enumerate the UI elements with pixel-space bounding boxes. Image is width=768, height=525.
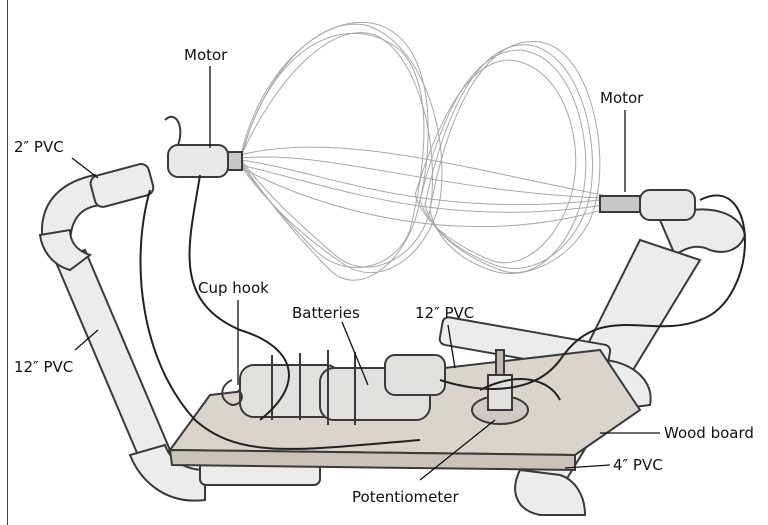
battery bbox=[385, 355, 445, 395]
pvc-2in-label: 2″ PVC bbox=[14, 140, 64, 155]
wood-board-label: Wood board bbox=[664, 426, 754, 441]
string-loop bbox=[430, 41, 600, 273]
string-line bbox=[242, 168, 602, 227]
battery-pack bbox=[240, 350, 445, 425]
batteries-label: Batteries bbox=[292, 306, 360, 321]
string-loop bbox=[420, 50, 586, 273]
motor-right-label: Motor bbox=[600, 91, 643, 106]
motor-left-label: Motor bbox=[184, 48, 227, 63]
leader-pvc-2in bbox=[72, 158, 98, 178]
string-loop bbox=[240, 33, 424, 267]
potentiometer-label: Potentiometer bbox=[352, 490, 459, 505]
pvc-4in-foot bbox=[515, 470, 585, 515]
string-loops bbox=[240, 22, 605, 280]
pvc-12in-center-label: 12″ PVC bbox=[415, 306, 474, 321]
left-motor-shape bbox=[165, 117, 242, 177]
right-motor-shape bbox=[600, 190, 695, 220]
pvc-12in-pipe-left bbox=[55, 250, 170, 460]
string-loop bbox=[240, 22, 428, 280]
cup-hook-label: Cup hook bbox=[198, 281, 269, 296]
pvc-12in-left-label: 12″ PVC bbox=[14, 360, 73, 375]
pvc-4in-label: 4″ PVC bbox=[613, 458, 663, 473]
pvc-2in-pipe bbox=[89, 162, 155, 208]
